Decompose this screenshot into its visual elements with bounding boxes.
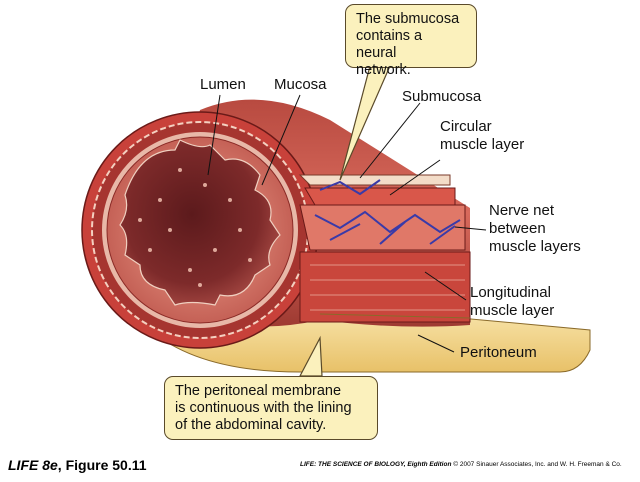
label-submucosa: Submucosa bbox=[402, 88, 482, 105]
label-nerve-net: Nerve net between muscle layers bbox=[489, 202, 581, 255]
label-peritoneum: Peritoneum bbox=[460, 344, 537, 361]
figure-number: , Figure 50.11 bbox=[57, 457, 147, 473]
figure-caption: LIFE 8e, Figure 50.11 bbox=[8, 457, 147, 473]
leader-lines bbox=[207, 94, 487, 353]
submucosa-callout: The submucosa contains a neural network. bbox=[345, 4, 477, 78]
label-longitudinal-muscle: Longitudinal muscle layer bbox=[470, 284, 555, 319]
peritoneum-edge bbox=[319, 313, 471, 319]
lumen-area bbox=[119, 139, 281, 306]
label-mucosa: Mucosa bbox=[274, 76, 327, 93]
credit-title: LIFE: THE SCIENCE OF BIOLOGY, Eighth Edi… bbox=[300, 461, 452, 468]
copyright-line: LIFE: THE SCIENCE OF BIOLOGY, Eighth Edi… bbox=[300, 461, 622, 468]
label-lumen: Lumen bbox=[200, 76, 246, 93]
book-title: LIFE 8e bbox=[8, 457, 58, 473]
longitudinal-muscle-step bbox=[299, 251, 471, 323]
label-circular-muscle: Circular muscle layer bbox=[440, 118, 525, 153]
peritoneal-callout: The peritoneal membrane is continuous wi… bbox=[164, 376, 378, 440]
credit-rest: © 2007 Sinauer Associates, Inc. and W. H… bbox=[451, 461, 622, 468]
nerve-net-step bbox=[299, 204, 466, 251]
circular-muscle-step bbox=[304, 187, 456, 206]
nerve-net bbox=[314, 179, 461, 245]
